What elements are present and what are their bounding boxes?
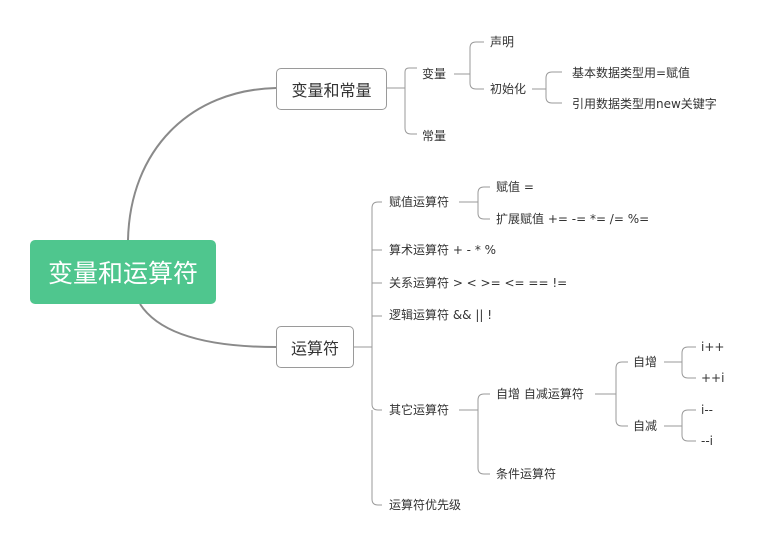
topic-conditional-op[interactable]: 条件运算符 xyxy=(496,467,557,481)
topic-logic-ops[interactable]: 逻辑运算符 && || ! xyxy=(389,308,493,322)
topic-arith-ops[interactable]: 算术运算符 + - * % xyxy=(389,243,497,257)
topic-incdec-ops[interactable]: 自增 自减运算符 xyxy=(496,387,584,401)
topic-assign-ext[interactable]: 扩展赋值 += -= *= /= %= xyxy=(496,212,650,226)
topic-other-ops[interactable]: 其它运算符 xyxy=(389,403,450,417)
connector-root-ops xyxy=(139,303,277,348)
connector-root-vars xyxy=(127,87,277,241)
topic-decrement[interactable]: 自减 xyxy=(633,419,658,433)
topic-basic-assign[interactable]: 基本数据类型用=赋值 xyxy=(572,66,691,80)
central-topic[interactable]: 变量和运算符 xyxy=(30,240,216,304)
topic-minusminus-i[interactable]: --i xyxy=(701,434,713,448)
topic-init[interactable]: 初始化 xyxy=(490,82,527,96)
topic-assign-ops[interactable]: 赋值运算符 xyxy=(389,195,450,209)
topic-relation-ops[interactable]: 关系运算符 > < >= <= == != xyxy=(389,276,568,290)
topic-plusplus-i[interactable]: ++i xyxy=(701,371,725,385)
topic-declare[interactable]: 声明 xyxy=(490,35,515,49)
topic-operators[interactable]: 运算符 xyxy=(276,326,354,368)
topic-ref-new[interactable]: 引用数据类型用new关键字 xyxy=(572,97,717,111)
topic-constant[interactable]: 常量 xyxy=(422,129,447,143)
topic-vars-and-consts[interactable]: 变量和常量 xyxy=(276,68,387,110)
topic-increment[interactable]: 自增 xyxy=(633,355,658,369)
topic-i-minusminus[interactable]: i-- xyxy=(701,403,713,417)
topic-i-plusplus[interactable]: i++ xyxy=(701,340,725,354)
topic-variable[interactable]: 变量 xyxy=(422,67,447,81)
topic-op-priority[interactable]: 运算符优先级 xyxy=(389,498,462,512)
topic-assign-eq[interactable]: 赋值 = xyxy=(496,180,534,194)
